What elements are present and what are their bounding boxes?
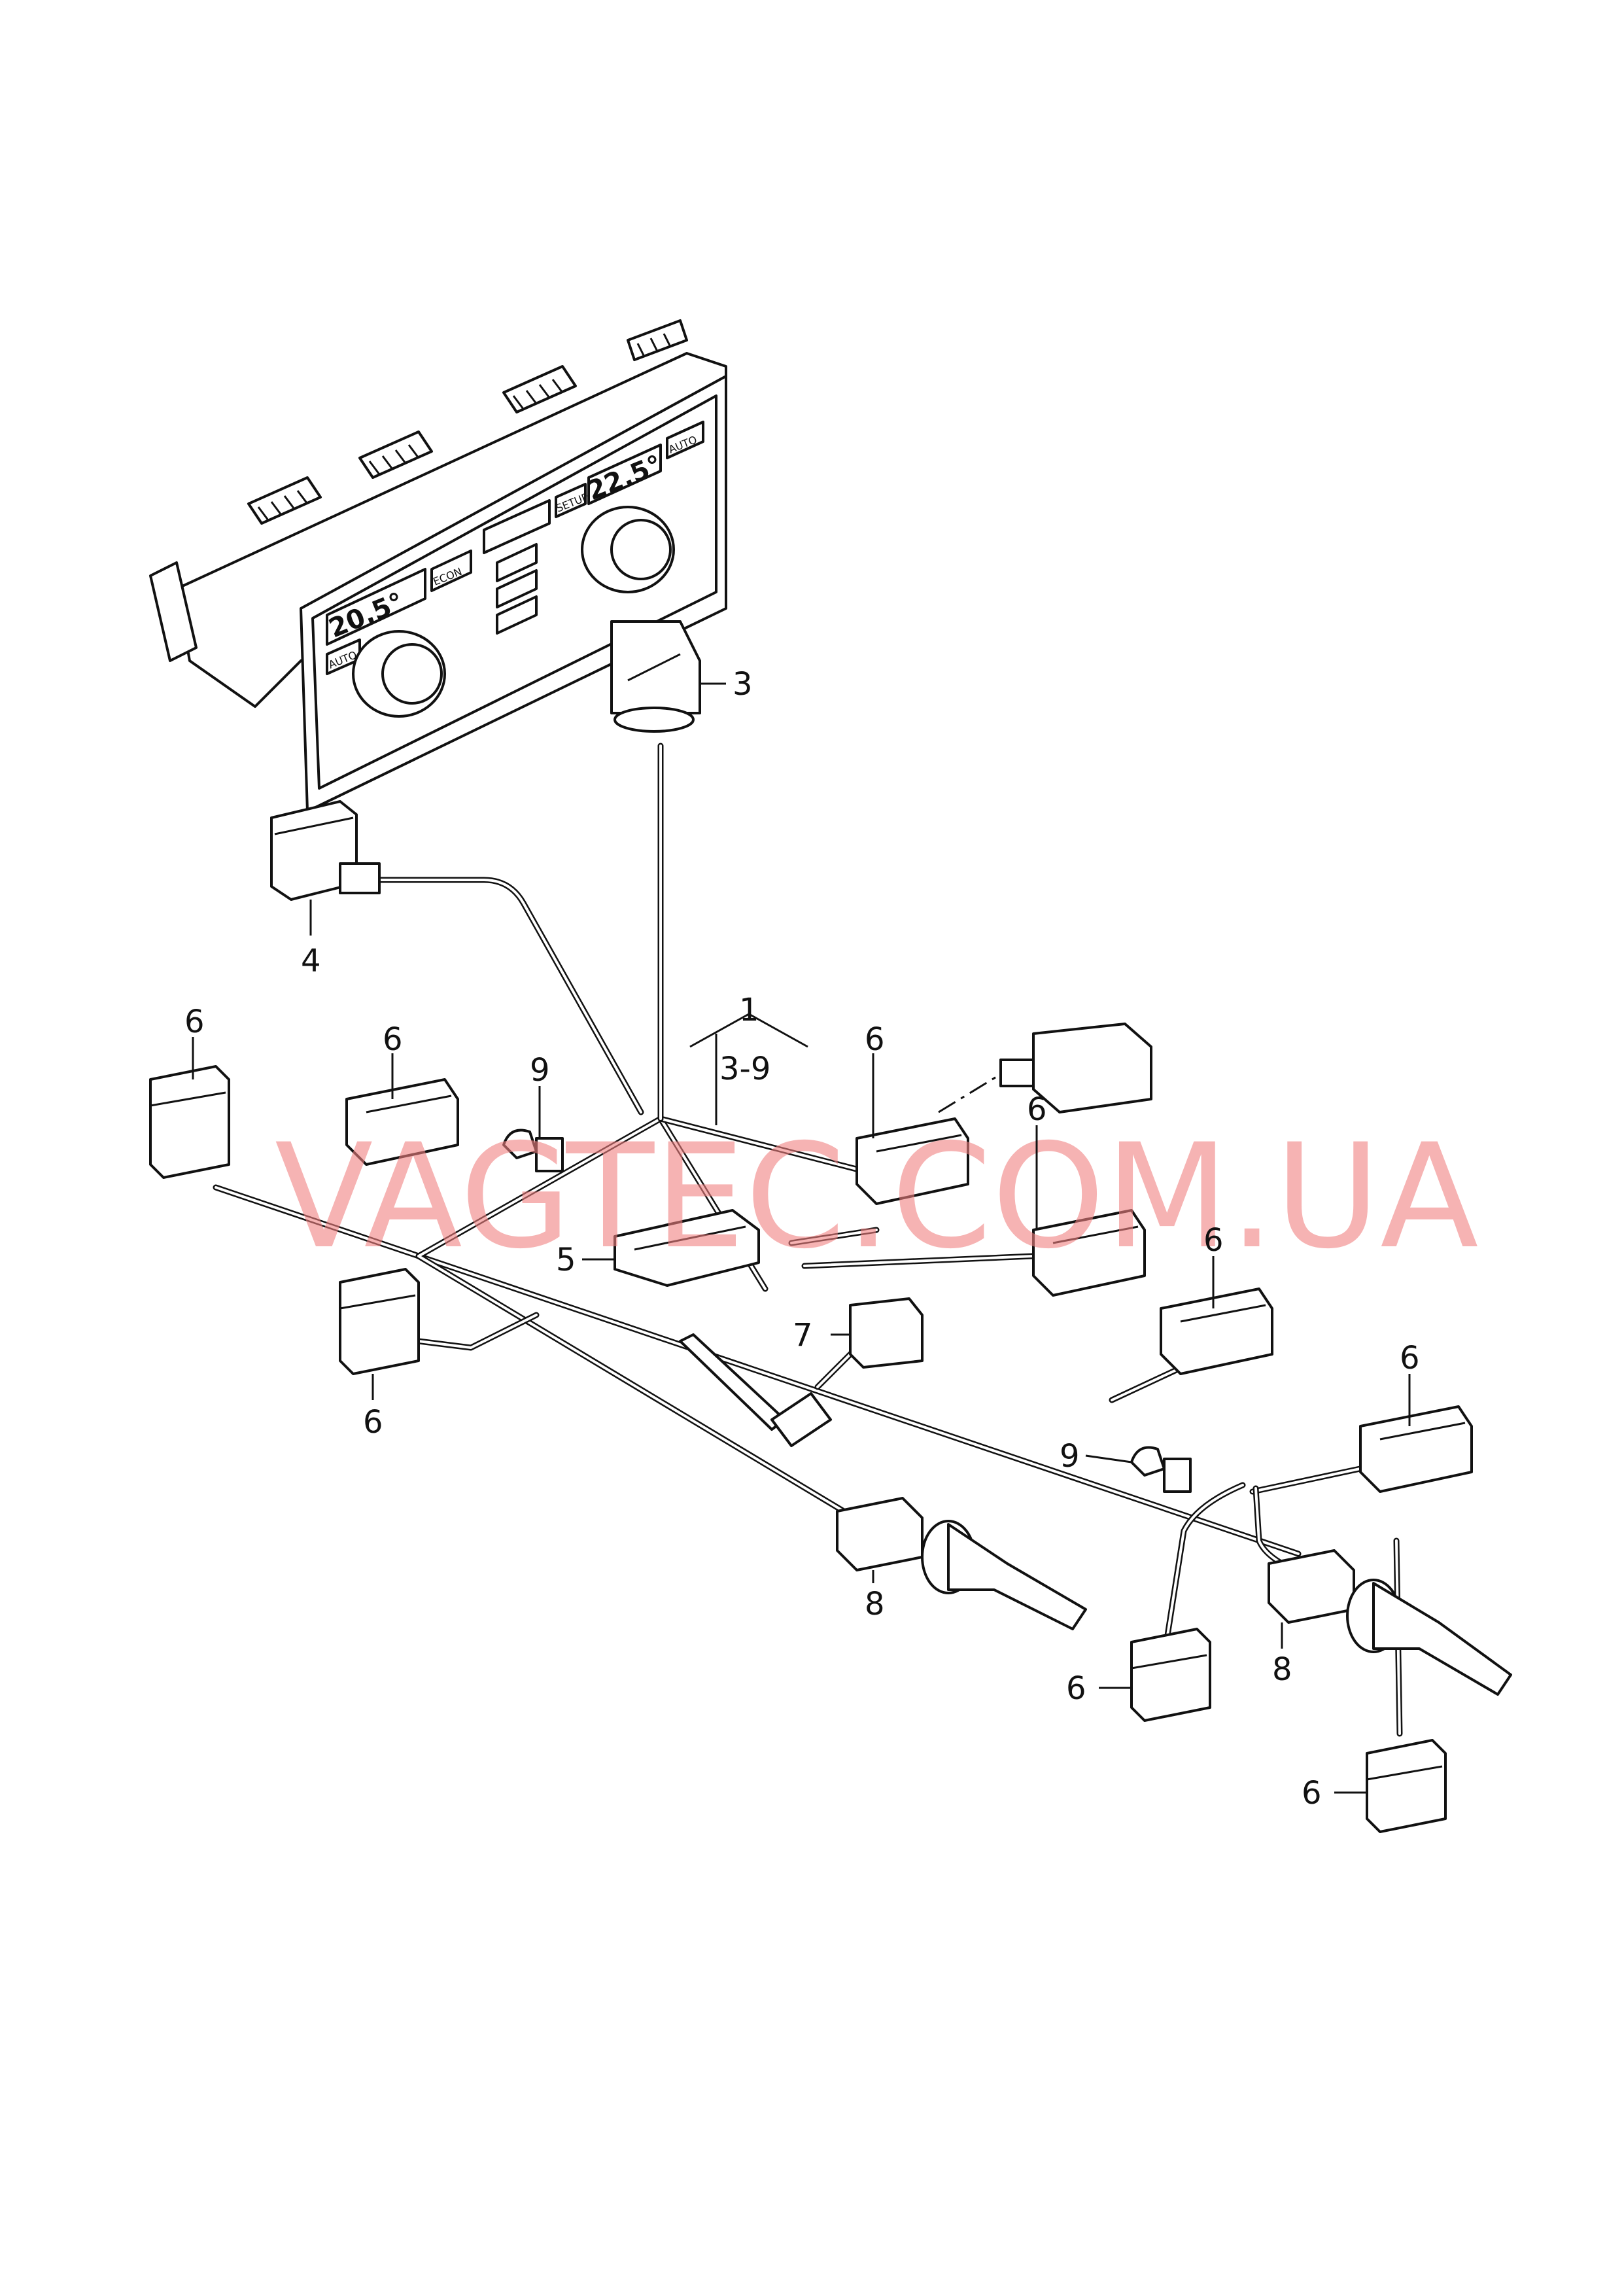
callout-9-b: 9 — [1060, 1438, 1080, 1475]
connector-part-5 — [613, 1209, 760, 1287]
callout-6-h: 6 — [1066, 1670, 1086, 1707]
callout-8-a: 8 — [865, 1586, 885, 1622]
callout-6-a: 6 — [184, 1004, 205, 1040]
callout-6-e: 6 — [1203, 1222, 1224, 1259]
callout-6-c: 6 — [865, 1021, 885, 1058]
connector-part-6-e — [1160, 1288, 1273, 1375]
callout-6-b: 6 — [383, 1021, 403, 1058]
callout-8-b: 8 — [1272, 1651, 1292, 1688]
callout-9-a: 9 — [530, 1052, 550, 1089]
connector-part-4 — [270, 800, 381, 901]
clip-part-9-b — [1130, 1446, 1192, 1493]
callout-6-f: 6 — [1400, 1340, 1420, 1376]
connector-part-6-d — [1032, 1209, 1146, 1297]
callout-4: 4 — [301, 943, 321, 979]
callout-7: 7 — [793, 1317, 813, 1354]
connector-part-6-f — [1359, 1405, 1473, 1493]
callout-6-g: 6 — [363, 1404, 383, 1441]
callout-3: 3 — [733, 666, 753, 703]
connector-part-6-c — [855, 1117, 969, 1205]
sensor-part-8-a — [921, 1520, 1087, 1630]
connector-part-3 — [610, 620, 701, 733]
callout-6-i: 6 — [1302, 1775, 1322, 1812]
climate-control-unit: 20.5° 22.5° AUTO ECON SETUP AUTO — [149, 319, 727, 813]
connector-part-7 — [849, 1297, 924, 1369]
clip-part-9-a — [502, 1129, 564, 1172]
connector-part-6-g — [339, 1268, 420, 1375]
connector-part-6-i — [1366, 1739, 1447, 1833]
connector-part-8-a — [836, 1497, 924, 1571]
callout-5: 5 — [556, 1242, 576, 1278]
temperature-sensor-7 — [679, 1333, 832, 1447]
connector-part-6-a — [149, 1065, 230, 1179]
callout-labels: 1 3-9 3 4 5 6 6 6 6 6 6 6 6 6 7 8 8 9 9 — [184, 666, 1420, 1812]
callout-1-range: 3-9 — [719, 1051, 770, 1087]
callout-6-d: 6 — [1027, 1091, 1047, 1128]
connector-part-6-h — [1130, 1628, 1211, 1722]
connector-part-6-b — [345, 1078, 459, 1166]
sensor-part-8-b — [1346, 1579, 1512, 1696]
watermark: VAGTEC.COM.UA — [275, 1113, 1479, 1280]
connector-part-8-b — [1268, 1549, 1355, 1624]
servo-motor — [938, 1023, 1152, 1113]
callout-1: 1 — [739, 992, 759, 1028]
callout-leaders — [192, 682, 1411, 1794]
